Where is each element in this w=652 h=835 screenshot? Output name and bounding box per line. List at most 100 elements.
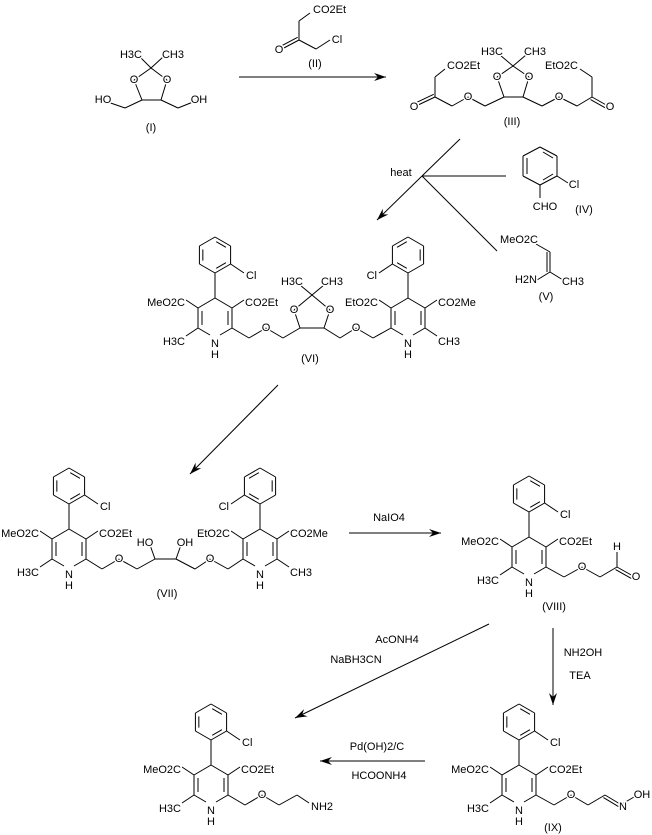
ring-bond bbox=[68, 528, 87, 540]
arrowhead-icon bbox=[190, 462, 202, 474]
nh-nitrogen: N bbox=[525, 577, 533, 589]
phenyl-bond bbox=[392, 236, 409, 247]
bond bbox=[181, 766, 195, 776]
bond bbox=[231, 299, 245, 309]
ring-bond bbox=[533, 566, 547, 575]
bond bbox=[512, 54, 527, 67]
double-bond bbox=[414, 93, 434, 104]
phenyl-bond bbox=[53, 467, 70, 478]
phenyl-double-bond bbox=[248, 472, 260, 479]
atom-label: MeO2C bbox=[500, 234, 538, 246]
atom-label: O bbox=[115, 553, 124, 565]
bond bbox=[484, 96, 505, 107]
phenyl-bond bbox=[513, 502, 530, 513]
ring-bond bbox=[523, 794, 537, 803]
phenyl-double-bond bbox=[396, 262, 408, 269]
c-cl-bond bbox=[230, 263, 245, 274]
bond bbox=[587, 794, 606, 806]
bond bbox=[175, 558, 196, 570]
ring-bond bbox=[214, 297, 233, 309]
chlorine: Cl bbox=[246, 270, 256, 282]
chlorine: Cl bbox=[219, 501, 229, 513]
reagent-hcoonh4: HCOONH4 bbox=[351, 770, 406, 782]
bond bbox=[522, 76, 530, 98]
atom-label: O bbox=[290, 304, 299, 316]
ring-bond bbox=[264, 558, 278, 567]
c-cl-bond bbox=[84, 494, 99, 505]
phenyl-double-bond bbox=[215, 262, 227, 269]
atom-label: CO2Et bbox=[447, 60, 480, 72]
phenyl-bond bbox=[503, 703, 520, 714]
hydroxyl: OH bbox=[191, 94, 208, 106]
bond bbox=[160, 79, 168, 101]
compound-label: (IV) bbox=[575, 204, 593, 216]
atom-label: O bbox=[493, 71, 502, 83]
phenyl-bond bbox=[195, 730, 212, 741]
bond bbox=[549, 271, 564, 281]
ring-bond bbox=[518, 764, 537, 776]
bond bbox=[101, 558, 120, 570]
bond bbox=[227, 794, 246, 806]
amine: NH2 bbox=[311, 801, 333, 813]
arrowhead-icon bbox=[374, 73, 386, 81]
ester-left: MeO2C bbox=[143, 764, 181, 776]
ring-bond bbox=[390, 327, 404, 336]
atom-label: OH bbox=[177, 537, 194, 549]
bond bbox=[124, 99, 143, 109]
bond bbox=[293, 309, 301, 329]
bond bbox=[39, 558, 53, 568]
bond bbox=[599, 566, 618, 578]
bond bbox=[570, 794, 589, 806]
bond bbox=[299, 284, 313, 296]
atom-label: CHO bbox=[533, 201, 558, 213]
bond bbox=[355, 327, 374, 339]
bond bbox=[556, 175, 569, 184]
bond bbox=[434, 68, 446, 78]
bond bbox=[296, 794, 310, 804]
bond bbox=[372, 327, 392, 339]
phenyl-bond bbox=[503, 730, 520, 741]
atom-label: N bbox=[619, 801, 627, 813]
bond bbox=[315, 39, 331, 50]
bond bbox=[185, 299, 199, 309]
double-bond bbox=[603, 797, 619, 808]
bond bbox=[133, 67, 152, 81]
arrowhead-icon bbox=[320, 757, 332, 765]
bond bbox=[535, 766, 549, 776]
bond bbox=[489, 794, 503, 804]
ester-right: CO2Et bbox=[241, 764, 274, 776]
bond bbox=[282, 327, 301, 339]
atom-label: O bbox=[352, 322, 361, 334]
atom-label: H3C bbox=[481, 46, 503, 58]
bond bbox=[536, 271, 551, 281]
c-cl-bond bbox=[378, 263, 393, 274]
phenyl-bond bbox=[195, 703, 212, 714]
compound-label: (V) bbox=[539, 291, 554, 303]
atom-label: O bbox=[606, 101, 615, 113]
atom-label: HO bbox=[137, 537, 154, 549]
ring-bond bbox=[219, 327, 233, 336]
bond bbox=[451, 96, 469, 107]
methyl: H3C bbox=[159, 803, 181, 815]
ester-right: CO2Et bbox=[99, 528, 132, 540]
atom-label: Cl bbox=[332, 34, 342, 46]
ring-bond bbox=[242, 558, 256, 567]
ring-bond bbox=[242, 528, 261, 540]
ring-bond bbox=[51, 558, 65, 567]
bond bbox=[149, 544, 156, 560]
reagent-aconh4: AcONH4 bbox=[375, 634, 418, 646]
bond bbox=[499, 54, 514, 67]
phenyl-bond bbox=[210, 703, 227, 714]
double-bond bbox=[280, 36, 298, 47]
bond bbox=[230, 530, 244, 540]
phenyl-double-bond bbox=[542, 173, 554, 181]
arrow-step-2: heat bbox=[376, 138, 506, 252]
reagent-heat: heat bbox=[390, 167, 411, 179]
bond bbox=[499, 566, 513, 576]
nh-hydrogen: H bbox=[515, 816, 523, 828]
ring-bond bbox=[210, 764, 229, 776]
